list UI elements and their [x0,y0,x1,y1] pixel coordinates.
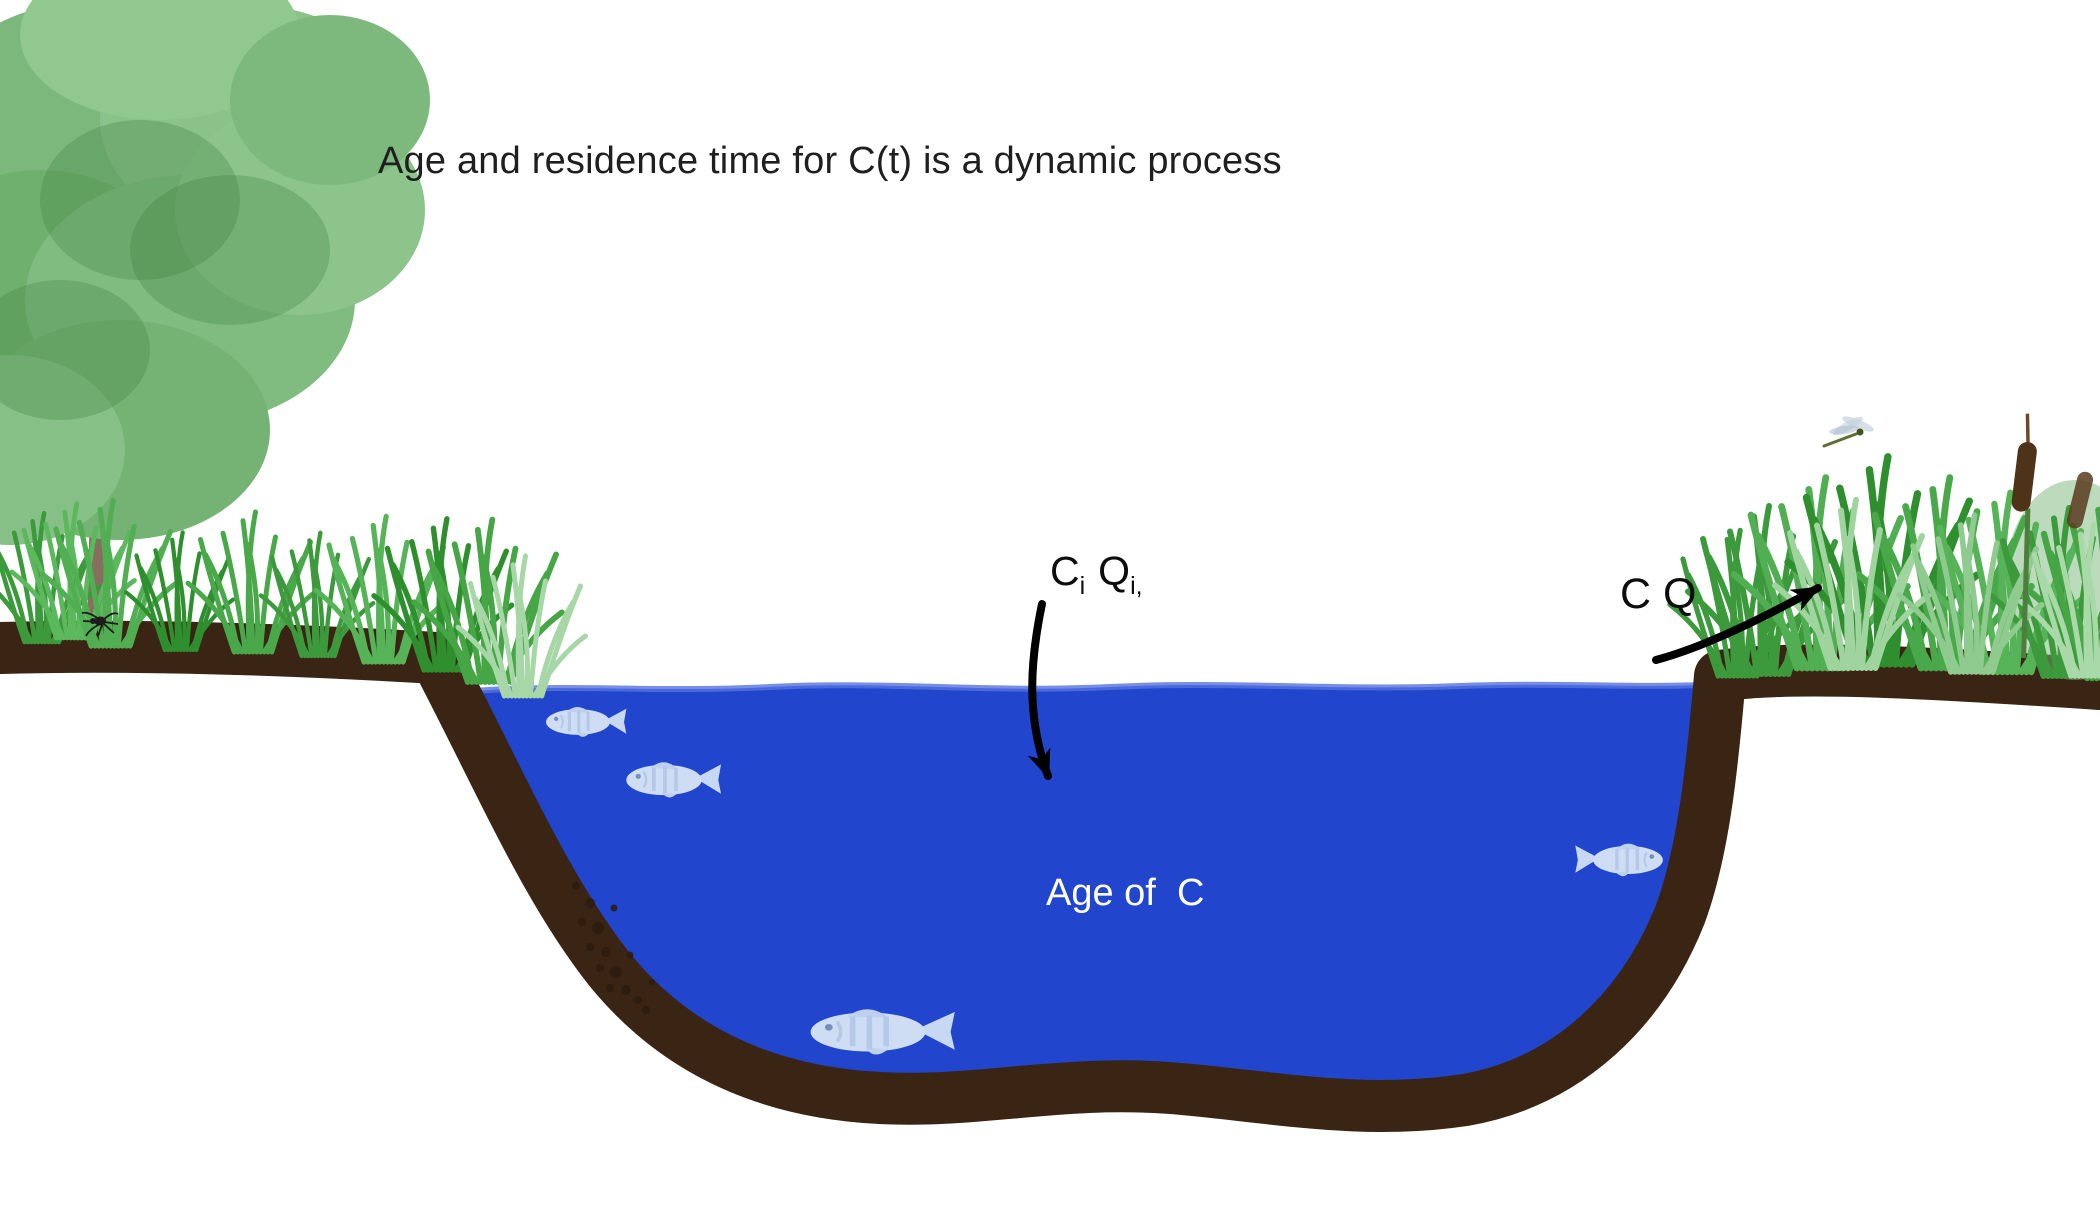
inflow-q-symbol: Q [1098,548,1131,594]
sediment-speckles [572,882,655,1014]
outflow-arrow [1652,584,1822,664]
ground-basin [0,620,2100,1133]
inflow-arrow [1027,600,1052,780]
outflow-concentration-label: C Q [1620,570,1697,618]
spider-icon [81,611,119,637]
cattail-icon [2011,413,2037,659]
right-bank-grass [1670,457,2100,678]
pond-water [462,684,1716,1095]
inflow-c-symbol: C [1050,548,1080,594]
water-age-label: Age of C [1046,872,1205,914]
diagram-title: Age and residence time for C(t) is a dyn… [378,140,1282,182]
cattail-icon [2066,471,2094,529]
tree [0,0,430,658]
water-surface-line [461,681,1717,695]
tree-foliage [0,0,430,545]
dragonfly-icon [1822,416,1874,448]
inflow-c-subscript: i [1079,572,1086,600]
inflow-q-subscript: i, [1130,572,1143,600]
